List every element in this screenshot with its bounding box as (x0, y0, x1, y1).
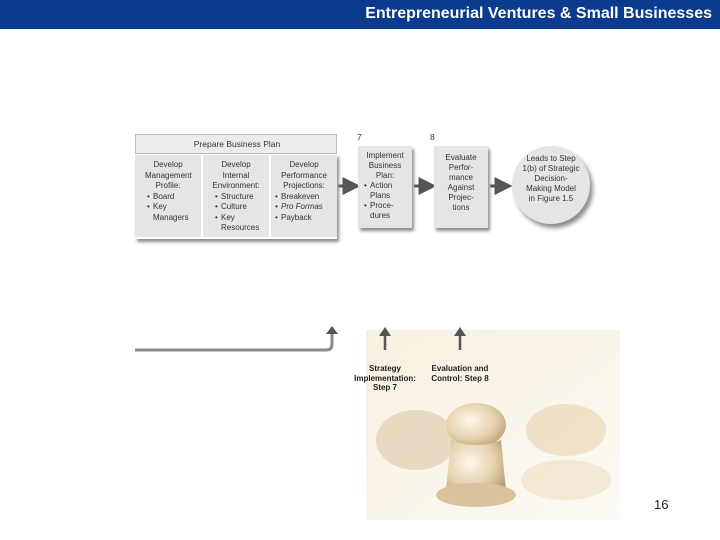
panel-title: Prepare Business Plan (193, 139, 281, 149)
list-item: Proce-dures (364, 201, 412, 221)
implement-plan-box: Implement Business Plan: Action Plans Pr… (358, 146, 412, 228)
evaluate-performance-box: Evaluate Perfor-mance Against Projec-tio… (434, 146, 488, 228)
column-head: Develop Internal Environment: (212, 160, 260, 190)
column-internal-environment: Develop Internal Environment: Structure … (203, 155, 269, 237)
step-number: 7 (357, 132, 362, 142)
list-item: Action Plans (364, 181, 412, 201)
slide-title: Entrepreneurial Ventures & Small Busines… (365, 5, 712, 22)
header-bar: Entrepreneurial Ventures & Small Busines… (0, 0, 720, 29)
feedback-line (135, 334, 334, 352)
circle-text: Leads to Step 1(b) of Strategic Decision… (522, 154, 580, 203)
panel-title-box: Prepare Business Plan (135, 134, 337, 154)
list-item: Pro Formas (275, 202, 337, 213)
page-number: 16 (654, 497, 669, 512)
leads-to-step-circle: Leads to Step 1(b) of Strategic Decision… (512, 146, 590, 224)
list-item: Breakeven (275, 192, 337, 203)
list-item: Board (147, 192, 201, 203)
stage-label-evaluation: Evaluation and Control: Step 8 (431, 364, 489, 383)
box-head: Implement Business Plan: (366, 151, 404, 180)
list-item: Culture (215, 202, 269, 213)
chess-piece-watermark (366, 330, 620, 520)
column-performance-projections: Develop Performance Projections: Breakev… (271, 155, 337, 237)
column-head: Develop Management Profile: (145, 160, 192, 190)
step-number: 8 (430, 132, 435, 142)
list-item: Key Resources (215, 213, 269, 234)
list-item: Key Managers (147, 202, 201, 223)
list-item: Payback (275, 213, 337, 224)
column-management-profile: Develop Management Profile: Board Key Ma… (135, 155, 201, 237)
box-text: Evaluate Perfor-mance Against Projec-tio… (445, 153, 477, 212)
column-head: Develop Performance Projections: (281, 160, 327, 190)
list-item: Structure (215, 192, 269, 203)
stage-label-implementation: Strategy Implementation: Step 7 (354, 364, 416, 392)
